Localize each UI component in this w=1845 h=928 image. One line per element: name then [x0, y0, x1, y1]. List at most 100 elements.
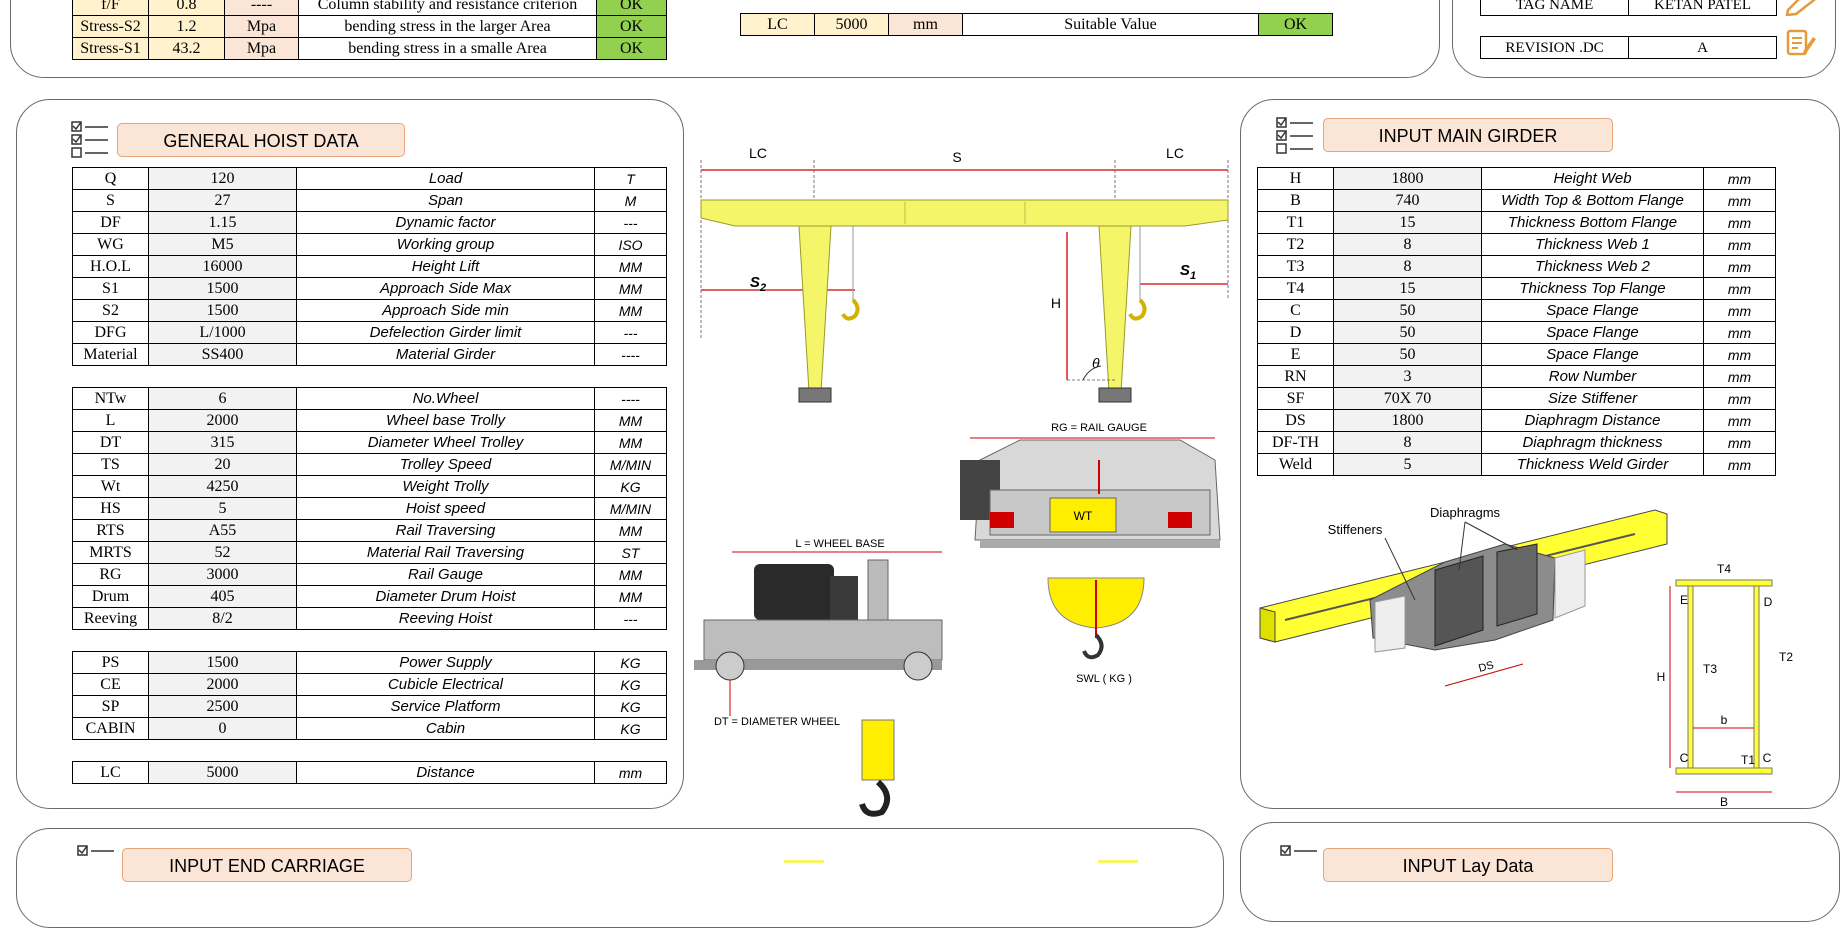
right-hook-icon — [1128, 298, 1147, 321]
cell-code: Stress-S2 — [72, 15, 149, 38]
cell-desc: bending stress in the larger Area — [298, 15, 597, 38]
cell-value[interactable]: 8/2 — [148, 607, 297, 630]
cell-value[interactable]: 8 — [1333, 255, 1482, 278]
cell-value[interactable]: 3 — [1333, 365, 1482, 388]
cell-desc: Width Top & Bottom Flange — [1481, 189, 1704, 212]
section-c-left: C — [1680, 751, 1689, 765]
cell-value[interactable]: 1500 — [148, 299, 297, 322]
left-hook-icon — [841, 298, 860, 321]
cell-value[interactable]: 16000 — [148, 255, 297, 278]
cell-unit: M — [594, 189, 667, 212]
cell-value[interactable]: 8 — [1333, 233, 1482, 256]
cell-desc: Approach Side Max — [296, 277, 595, 300]
dim-s2-sub: 2 — [759, 282, 766, 294]
svg-text:S1: S1 — [1180, 262, 1196, 282]
cell-code: MRTS — [72, 541, 149, 564]
cell-value[interactable]: 0.8 — [148, 0, 225, 16]
cell-value[interactable]: A55 — [148, 519, 297, 542]
cell-value[interactable]: SS400 — [148, 343, 297, 366]
cell-value[interactable]: 1.15 — [148, 211, 297, 234]
cell-value[interactable]: 2000 — [148, 673, 297, 696]
cell-unit: mm — [1703, 211, 1776, 234]
stiffeners-label: Stiffeners — [1328, 522, 1383, 537]
section-t4: T4 — [1717, 562, 1731, 576]
cell-value[interactable]: 1500 — [148, 651, 297, 674]
cell-value[interactable]: 3000 — [148, 563, 297, 586]
cell-value[interactable]: 50 — [1333, 321, 1482, 344]
tag-value[interactable]: KETAN PATEL — [1628, 0, 1777, 16]
cell-value[interactable]: 50 — [1333, 299, 1482, 322]
end-carriage-title: INPUT END CARRIAGE — [122, 848, 412, 882]
cell-value[interactable]: 315 — [148, 431, 297, 454]
cell-status: OK — [596, 0, 667, 16]
revision-table: REVISION .DC A — [1480, 36, 1777, 59]
cell-value[interactable]: L/1000 — [148, 321, 297, 344]
yellow-marker-right — [1098, 860, 1138, 863]
cell-value[interactable]: 15 — [1333, 211, 1482, 234]
cell-value[interactable]: 5 — [1333, 453, 1482, 476]
cell-desc: Defelection Girder limit — [296, 321, 595, 344]
cell-value[interactable]: 20 — [148, 453, 297, 476]
cell-value[interactable]: 8 — [1333, 431, 1482, 454]
cell-value[interactable]: 5 — [148, 497, 297, 520]
cell-value[interactable]: 52 — [148, 541, 297, 564]
cell-value[interactable]: 5000 — [148, 761, 297, 784]
cell-desc: Height Web — [1481, 167, 1704, 190]
cell-status: OK — [596, 37, 667, 60]
cell-desc: Weight Trolly — [296, 475, 595, 498]
cell-value[interactable]: 1800 — [1333, 409, 1482, 432]
cell-unit: mm — [1703, 365, 1776, 388]
cell-unit: mm — [1703, 255, 1776, 278]
cell-value[interactable]: 6 — [148, 387, 297, 410]
cell-value[interactable]: 120 — [148, 167, 297, 190]
document-edit-icon[interactable] — [1784, 26, 1816, 58]
cell-desc: Material Rail Traversing — [296, 541, 595, 564]
checklist-icon-lay — [1280, 845, 1317, 856]
cell-unit: mm — [1703, 343, 1776, 366]
cell-value[interactable]: 405 — [148, 585, 297, 608]
cell-value[interactable]: 1.2 — [148, 15, 225, 38]
cell-value[interactable]: 0 — [148, 717, 297, 740]
cell-value[interactable]: 1800 — [1333, 167, 1482, 190]
lc-status: OK — [1258, 13, 1333, 36]
cell-desc: Wheel base Trolly — [296, 409, 595, 432]
cell-value[interactable]: M5 — [148, 233, 297, 256]
cell-code: DS — [1257, 409, 1334, 432]
cell-code: CE — [72, 673, 149, 696]
revision-value[interactable]: A — [1628, 36, 1777, 59]
cell-value[interactable]: 43.2 — [148, 37, 225, 60]
cell-value[interactable]: 15 — [1333, 277, 1482, 300]
cell-value[interactable]: 1500 — [148, 277, 297, 300]
cell-value[interactable]: 70X 70 — [1333, 387, 1482, 410]
pencil-icon[interactable] — [1784, 0, 1818, 16]
cell-unit: KG — [594, 651, 667, 674]
cell-value[interactable]: 4250 — [148, 475, 297, 498]
cell-code: RN — [1257, 365, 1334, 388]
diameter-wheel-label: DT = DIAMETER WHEEL — [714, 716, 840, 728]
lc-value[interactable]: 5000 — [814, 13, 889, 36]
cell-value[interactable]: 2500 — [148, 695, 297, 718]
cell-value[interactable]: 2000 — [148, 409, 297, 432]
cell-value[interactable]: 27 — [148, 189, 297, 212]
cell-value[interactable]: 50 — [1333, 343, 1482, 366]
cell-unit: KG — [594, 475, 667, 498]
cell-code: RG — [72, 563, 149, 586]
cell-value[interactable]: 740 — [1333, 189, 1482, 212]
cell-unit: ST — [594, 541, 667, 564]
gantry-crane-diagram: LC S LC S2 S1 H θ — [700, 145, 1229, 403]
main-girder-title: INPUT MAIN GIRDER — [1323, 118, 1613, 152]
